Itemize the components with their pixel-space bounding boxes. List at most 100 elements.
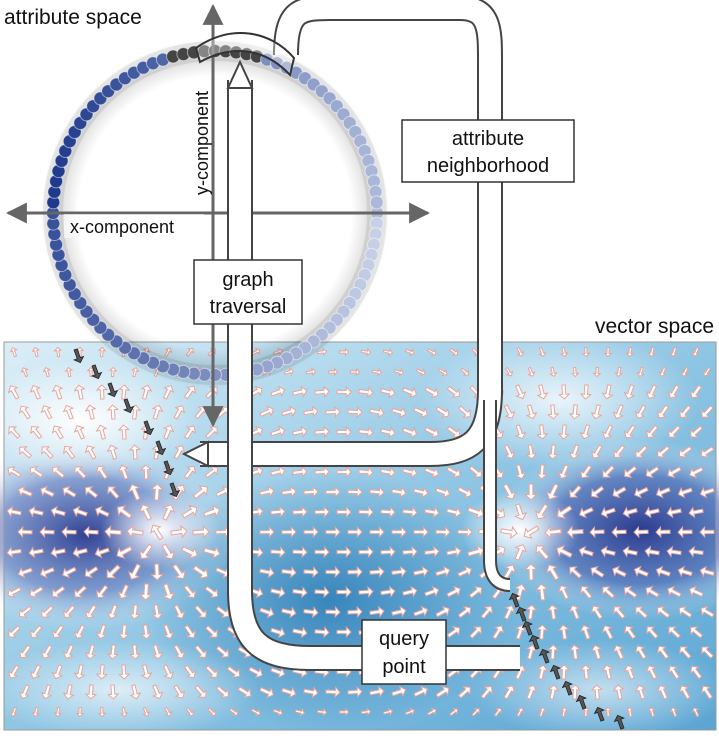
vector-glyph — [139, 464, 153, 480]
vector-glyph — [380, 585, 396, 598]
vector-glyph — [402, 426, 418, 439]
vector-glyph — [150, 563, 164, 581]
vector-glyph — [435, 685, 450, 698]
vector-glyph — [42, 367, 51, 378]
vector-glyph — [391, 525, 407, 539]
vector-glyph — [612, 404, 625, 420]
vector-glyph — [97, 706, 107, 718]
vector-glyph — [691, 346, 700, 357]
vector-glyph — [72, 505, 88, 518]
vector-glyph — [84, 404, 97, 420]
vector-glyph — [117, 624, 130, 640]
vector-glyph — [270, 385, 286, 398]
vector-glyph — [424, 585, 440, 598]
path-glyph — [613, 714, 625, 730]
vector-glyph — [8, 426, 21, 439]
vector-glyph — [457, 686, 471, 699]
vector-glyph — [536, 424, 549, 440]
path-glyph — [155, 440, 167, 456]
vector-glyph — [546, 644, 560, 660]
vector-glyph — [446, 625, 461, 639]
vector-glyph — [468, 465, 482, 478]
vector-glyph — [19, 446, 33, 459]
vector-space-title: vector space — [595, 315, 714, 338]
vector-glyph — [677, 525, 693, 539]
vector-glyph — [281, 525, 297, 539]
path-glyph — [549, 664, 561, 680]
vector-glyph — [625, 706, 635, 718]
vector-glyph — [468, 586, 483, 599]
vector-glyph — [544, 525, 562, 540]
vector-glyph — [655, 565, 671, 578]
vector-glyph — [183, 385, 197, 400]
vector-glyph — [215, 605, 230, 619]
vector-glyph — [138, 504, 152, 521]
vector-glyph — [404, 348, 415, 357]
vector-glyph — [106, 564, 121, 579]
vector-glyph — [325, 685, 341, 699]
vector-glyph — [142, 706, 151, 717]
vector-glyph — [205, 426, 218, 439]
vector-glyph — [314, 465, 330, 479]
vector-glyph — [127, 563, 142, 580]
vector-glyph — [391, 486, 407, 499]
vector-glyph — [557, 664, 571, 680]
vector-glyph — [270, 465, 286, 478]
vector-glyph — [128, 444, 142, 460]
vector-glyph — [17, 485, 33, 497]
vector-glyph — [51, 384, 64, 400]
vector-glyph — [667, 665, 680, 680]
vector-glyph — [40, 684, 53, 700]
vector-glyph — [645, 466, 660, 479]
vector-glyph — [205, 625, 218, 638]
vector-glyph — [336, 425, 352, 439]
vector-glyph — [62, 404, 75, 420]
vector-glyph — [192, 485, 208, 500]
attribute-neighborhood-path — [181, 0, 503, 468]
vector-glyph — [546, 604, 559, 620]
vector-glyph — [446, 506, 462, 519]
vector-glyph — [426, 348, 437, 357]
vector-glyph — [152, 684, 164, 700]
vector-glyph — [492, 625, 505, 640]
vector-glyph — [402, 545, 418, 558]
vector-glyph — [303, 686, 319, 699]
vector-glyph — [294, 707, 306, 717]
vector-glyph — [94, 546, 110, 559]
vector-glyph — [28, 546, 44, 559]
vector-glyph — [503, 605, 516, 620]
vector-glyph — [667, 384, 680, 399]
vector-glyph — [292, 385, 308, 398]
vector-glyph — [538, 346, 547, 357]
vector-glyph — [669, 707, 678, 718]
vector-glyph — [590, 444, 603, 459]
vector-glyph — [314, 385, 330, 398]
vector-glyph — [646, 626, 659, 640]
vector-glyph — [514, 503, 528, 521]
vector-glyph — [622, 506, 638, 519]
vector-glyph — [579, 664, 592, 680]
vector-glyph — [51, 425, 64, 440]
vector-glyph — [579, 624, 592, 640]
vector-glyph — [380, 505, 396, 519]
vector-glyph — [369, 605, 385, 618]
vector-glyph — [62, 644, 74, 660]
vector-glyph — [535, 545, 550, 560]
vector-glyph — [589, 525, 605, 539]
vector-glyph — [162, 664, 175, 679]
vector-glyph — [655, 525, 671, 539]
path-glyph — [107, 382, 119, 398]
vector-glyph — [380, 466, 396, 479]
vector-glyph — [612, 565, 627, 578]
vector-glyph — [446, 425, 461, 439]
vector-glyph — [402, 506, 418, 519]
vector-glyph — [325, 405, 341, 419]
vector-glyph — [666, 506, 682, 519]
vector-glyph — [525, 684, 538, 700]
vector-glyph — [192, 525, 210, 539]
vector-glyph — [644, 506, 660, 519]
vector-glyph — [457, 606, 472, 619]
vector-glyph — [107, 684, 120, 700]
vector-glyph — [500, 525, 518, 540]
vector-glyph — [84, 684, 98, 700]
